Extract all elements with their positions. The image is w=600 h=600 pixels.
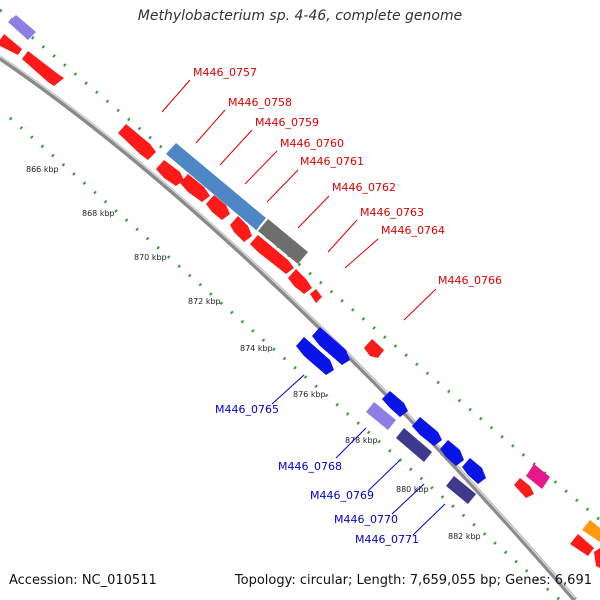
gene-label[interactable]: M446_0760 bbox=[280, 137, 344, 150]
gene-feature-red-0766[interactable] bbox=[364, 339, 384, 358]
gene-label[interactable]: M446_0761 bbox=[300, 155, 364, 168]
leader-lines-bottom bbox=[271, 374, 446, 536]
leader-line bbox=[161, 79, 191, 113]
leader-line bbox=[327, 219, 358, 253]
accession-text: Accession: NC_010511 bbox=[9, 573, 157, 588]
gene-feature-lavender-topleft[interactable] bbox=[8, 15, 36, 40]
gene-label[interactable]: M446_0766 bbox=[438, 274, 502, 287]
gene-feature-red-right-2[interactable] bbox=[570, 534, 594, 556]
gene-feature-red-0763[interactable] bbox=[230, 216, 252, 242]
gene-label[interactable]: M446_0764 bbox=[381, 224, 445, 237]
gene-label[interactable]: M446_0768 bbox=[278, 460, 342, 473]
scale-tick-label: 882 kbp bbox=[448, 532, 481, 541]
gene-feature-red-right-3[interactable] bbox=[594, 548, 600, 568]
leader-line bbox=[367, 459, 401, 492]
gene-feature-gray-0760[interactable] bbox=[258, 219, 308, 264]
gene-label[interactable]: M446_0762 bbox=[332, 181, 396, 194]
gene-feature-red-0762[interactable] bbox=[206, 195, 230, 220]
leader-line bbox=[244, 150, 278, 185]
scale-tick-label: 872 kbp bbox=[188, 297, 221, 306]
leader-line bbox=[403, 288, 437, 321]
leader-lines-top bbox=[161, 79, 437, 321]
gene-feature-lavender-0768[interactable] bbox=[366, 402, 396, 430]
gene-labels-top: M446_0757 M446_0758 M446_0759 M446_0760 … bbox=[193, 66, 502, 287]
gene-feature-red-0764c[interactable] bbox=[310, 289, 322, 303]
genome-backbone-highlight bbox=[0, 55, 576, 599]
leader-line bbox=[335, 427, 367, 459]
gene-feature-darkpurple-0771[interactable] bbox=[446, 476, 476, 504]
scale-tick-label: 874 kbp bbox=[240, 344, 273, 353]
gene-feature-magenta-right[interactable] bbox=[526, 464, 550, 489]
map-title: Methylobacterium sp. 4-46, complete geno… bbox=[137, 8, 463, 24]
leader-line bbox=[266, 169, 299, 203]
gene-feature-blue-0768[interactable] bbox=[382, 391, 408, 417]
dotted-track-outer bbox=[0, 8, 600, 522]
gene-feature-darkpurple-0769[interactable] bbox=[396, 428, 432, 462]
scale-tick-label: 866 kbp bbox=[26, 165, 59, 174]
leader-line bbox=[219, 129, 253, 166]
gene-label[interactable]: M446_0771 bbox=[355, 533, 419, 546]
gene-feature-red-0764b[interactable] bbox=[288, 269, 312, 294]
gene-label[interactable]: M446_0770 bbox=[334, 513, 398, 526]
gene-label[interactable]: M446_0763 bbox=[360, 206, 424, 219]
gene-feature-orange-right[interactable] bbox=[582, 520, 600, 542]
genome-summary-text: Topology: circular; Length: 7,659,055 bp… bbox=[234, 573, 592, 588]
gene-feature-blue-0765b[interactable] bbox=[296, 337, 334, 375]
dotted-track-inner bbox=[9, 116, 561, 600]
genome-backbone bbox=[0, 55, 577, 600]
gene-label[interactable]: M446_0759 bbox=[255, 116, 319, 129]
scale-tick-label: 880 kbp bbox=[396, 485, 429, 494]
gene-feature-red-0761[interactable] bbox=[180, 174, 210, 202]
scale-tick-label: 870 kbp bbox=[134, 253, 167, 262]
gene-feature-blue-0765a[interactable] bbox=[312, 327, 350, 365]
gene-label[interactable]: M446_0758 bbox=[228, 96, 292, 109]
scale-tick-label: 876 kbp bbox=[293, 390, 326, 399]
gene-label[interactable]: M446_0769 bbox=[310, 489, 374, 502]
gene-label[interactable]: M446_0765 bbox=[215, 403, 279, 416]
leader-line bbox=[391, 483, 425, 515]
gene-label[interactable]: M446_0757 bbox=[193, 66, 257, 79]
gene-labels-bottom: M446_0765 M446_0768 M446_0769 M446_0770 … bbox=[215, 403, 419, 546]
gene-feature-red-right-1[interactable] bbox=[514, 478, 534, 498]
gene-feature-red-0757[interactable] bbox=[118, 124, 156, 160]
gene-feature-red-topleft-1[interactable] bbox=[0, 34, 22, 55]
leader-line bbox=[297, 195, 330, 229]
leader-line bbox=[195, 109, 226, 144]
scale-tick-label: 878 kbp bbox=[345, 436, 378, 445]
leader-line bbox=[344, 238, 379, 269]
gene-feature-steel-0758[interactable] bbox=[166, 143, 266, 230]
gene-feature-red-0759[interactable] bbox=[156, 160, 184, 186]
scale-ticks: 866 kbp 868 kbp 870 kbp 872 kbp 874 kbp … bbox=[26, 165, 481, 541]
gene-feature-blue-0769[interactable] bbox=[412, 417, 442, 446]
leader-line bbox=[271, 374, 305, 405]
scale-tick-label: 868 kbp bbox=[82, 209, 115, 218]
leader-line bbox=[412, 503, 446, 536]
gene-feature-blue-0770a[interactable] bbox=[440, 440, 464, 466]
gene-feature-blue-0770b[interactable] bbox=[462, 458, 486, 484]
gene-feature-red-0764a[interactable] bbox=[250, 235, 294, 274]
gene-feature-red-topleft-2[interactable] bbox=[22, 51, 64, 86]
